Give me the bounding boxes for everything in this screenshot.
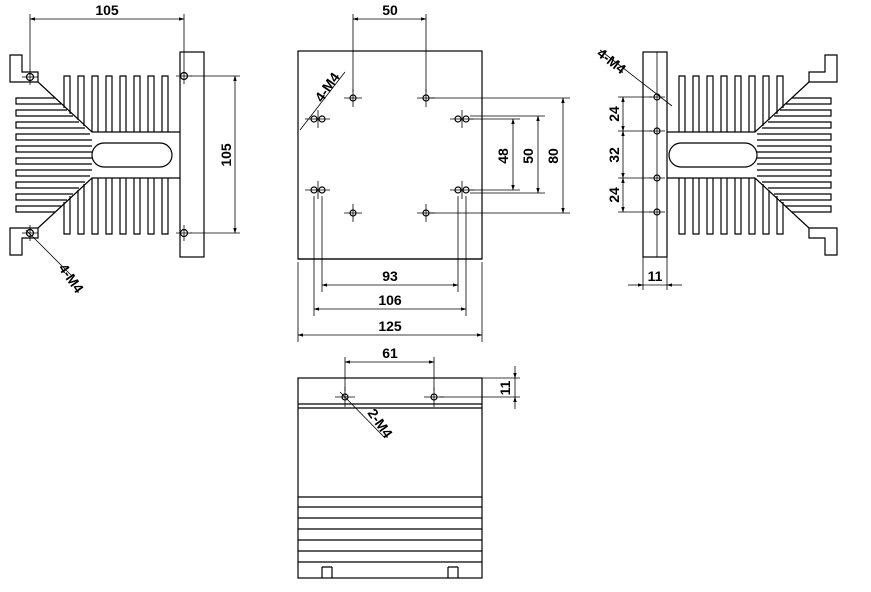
right-fins-top — [678, 75, 784, 132]
right-note-m4: 4-M4 — [594, 45, 629, 77]
left-bracket-bottom — [9, 227, 39, 256]
left-bracket-top — [9, 54, 39, 83]
top-dim-50b: 50 — [520, 148, 536, 164]
right-bracket-top — [808, 54, 838, 83]
left-dim-right: 105 — [218, 143, 234, 167]
right-profile-view: 24 32 24 4-M4 11 — [594, 45, 838, 290]
right-fins-side — [757, 97, 832, 213]
top-dim-50: 50 — [382, 2, 398, 18]
right-dim-11: 11 — [648, 268, 663, 284]
top-dim-93: 93 — [382, 268, 398, 284]
right-mount-plate — [642, 51, 668, 258]
top-dim-125: 125 — [378, 318, 402, 334]
front-side-view: 61 11 2-M4 — [297, 345, 520, 579]
top-dim-48: 48 — [495, 148, 511, 164]
front-note-m4: 2-M4 — [365, 406, 397, 441]
left-spine-bottom — [37, 177, 180, 229]
left-note-m4: 4-M4 — [56, 261, 88, 296]
left-dim-top: 105 — [95, 2, 119, 18]
left-center-slot — [91, 142, 173, 168]
right-center-slot — [668, 142, 758, 168]
right-dim-32: 32 — [606, 147, 622, 163]
front-outline — [297, 377, 483, 579]
right-dim-24-top: 24 — [606, 106, 622, 122]
right-bracket-bottom — [808, 227, 838, 256]
left-fins-side — [15, 97, 92, 213]
front-dim-11: 11 — [497, 380, 513, 395]
top-dim-106: 106 — [378, 292, 402, 308]
front-dim-61: 61 — [382, 345, 398, 361]
top-dim-80: 80 — [545, 148, 561, 164]
left-mount-plate — [179, 51, 205, 258]
right-dim-24-bottom: 24 — [606, 187, 622, 203]
left-fins-bottom — [63, 178, 169, 235]
top-plate-view: 50 4-M4 48 50 80 93 106 125 — [297, 2, 570, 342]
left-fins-top — [63, 75, 169, 132]
right-fins-bottom — [678, 178, 784, 235]
top-holes — [305, 89, 474, 222]
top-note-m4: 4-M4 — [311, 69, 343, 104]
left-profile-view: 105 105 4-M4 — [9, 2, 240, 296]
left-spine-top — [37, 81, 180, 133]
